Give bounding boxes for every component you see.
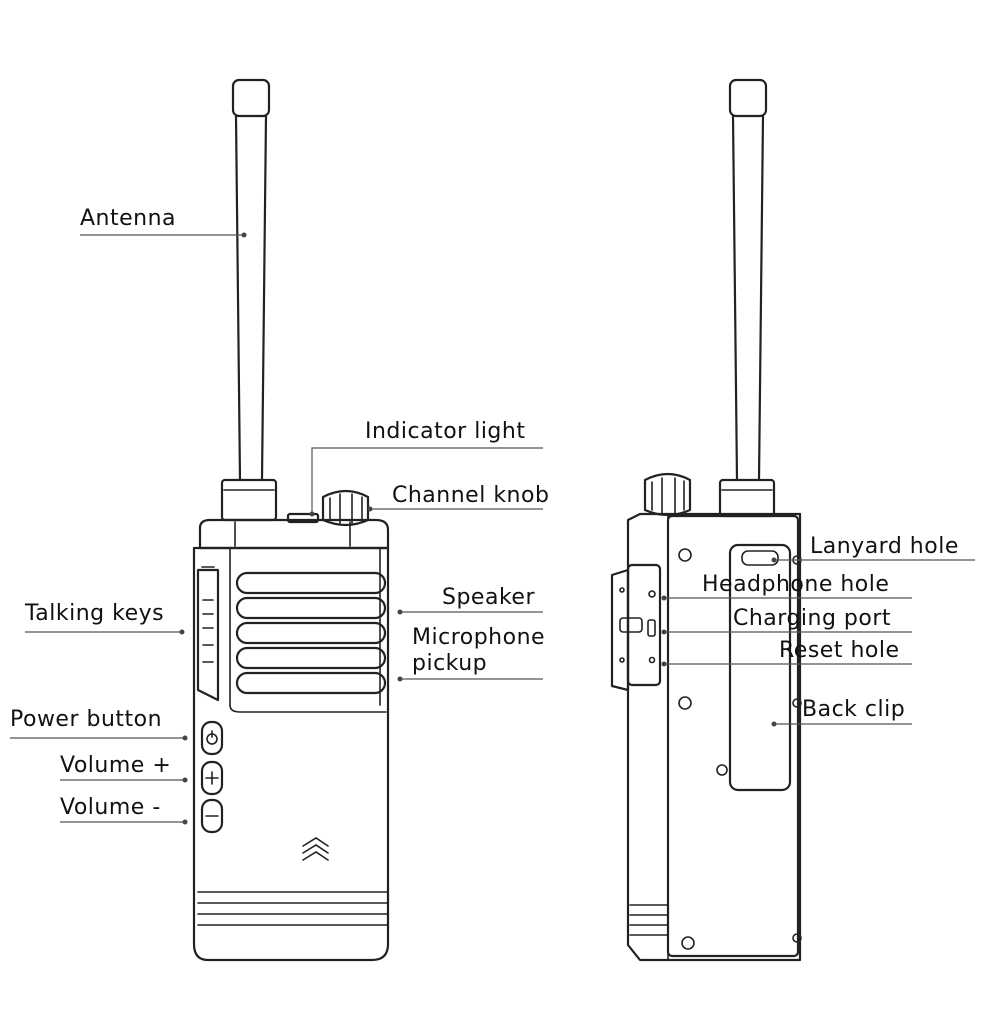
label-power-button: Power button [10, 707, 163, 732]
back-clip-shape [728, 543, 792, 792]
label-talking-keys: Talking keys [25, 601, 165, 626]
back-view [610, 78, 802, 962]
leader-lines [10, 232, 975, 825]
front-side-buttons [200, 720, 224, 834]
label-volume-minus: Volume - [60, 795, 161, 820]
front-channel-knob [321, 489, 370, 527]
back-antenna [718, 78, 776, 518]
front-indicator-light [286, 512, 320, 524]
label-back-clip: Back clip [802, 697, 906, 722]
label-volume-plus: Volume + [60, 753, 172, 778]
front-speaker-grille [235, 571, 387, 695]
label-reset-hole: Reset hole [779, 638, 900, 663]
label-antenna: Antenna [80, 206, 177, 231]
label-channel-knob: Channel knob [392, 483, 550, 508]
back-channel-knob [643, 472, 692, 517]
label-indicator-light: Indicator light [365, 419, 526, 444]
label-lanyard-hole: Lanyard hole [810, 534, 959, 559]
front-logo [302, 837, 329, 861]
front-antenna [220, 78, 278, 522]
label-microphone-pickup-line1: Microphone [412, 625, 546, 650]
label-headphone-hole: Headphone hole [702, 572, 890, 597]
label-charging-port: Charging port [733, 606, 892, 631]
label-speaker: Speaker [442, 585, 535, 610]
back-side-ports [610, 563, 662, 692]
front-view [192, 78, 390, 962]
front-talking-keys [196, 566, 220, 702]
label-microphone-pickup-line2: pickup [412, 651, 488, 676]
